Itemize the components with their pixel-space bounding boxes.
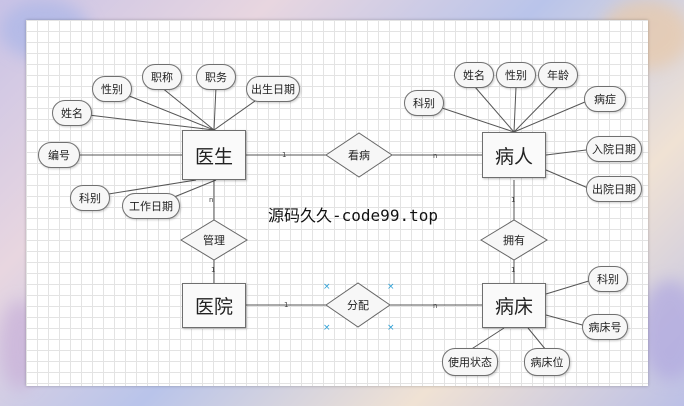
doctor-attr-id[interactable]: 编号: [38, 142, 80, 168]
patient-attr-dept[interactable]: 科别: [404, 90, 444, 116]
doctor-attr-birth-date[interactable]: 出生日期: [246, 76, 300, 102]
connector-line: [513, 86, 517, 133]
connector-line: [474, 86, 515, 133]
cardinality-label: 1: [284, 301, 288, 309]
cardinality-label: 1: [511, 266, 515, 274]
connector-line: [545, 314, 587, 327]
connector-line: [160, 86, 215, 131]
have-diamond: [480, 219, 548, 261]
diagram-canvas: × × × × 1 n n 1 1 1 1 n 医生 病人 医院 病床 看病 管…: [26, 20, 648, 386]
entity-doctor[interactable]: 医生: [182, 130, 246, 180]
entity-hospital[interactable]: 医院: [182, 283, 246, 328]
connector-line: [513, 98, 593, 133]
connector-line: [545, 169, 589, 189]
bed-attr-status[interactable]: 使用状态: [442, 348, 498, 376]
selection-handle: ×: [387, 323, 395, 333]
patient-attr-disease[interactable]: 病症: [584, 86, 626, 112]
assign-diamond: [325, 282, 391, 328]
manage-diamond: [180, 219, 248, 261]
selection-handle: ×: [387, 282, 395, 292]
connector-line: [469, 327, 505, 351]
doctor-attr-position[interactable]: 职务: [196, 64, 236, 90]
cardinality-label: 1: [211, 266, 215, 274]
bed-attr-dept[interactable]: 科别: [588, 266, 628, 292]
see-diamond: [325, 132, 393, 178]
cardinality-label: 1: [511, 196, 515, 204]
connector-line: [71, 112, 215, 131]
connector-line: [527, 327, 547, 351]
relationship-assign[interactable]: 分配: [347, 299, 369, 312]
doctor-attr-title[interactable]: 职称: [142, 64, 182, 90]
bed-attr-position[interactable]: 病床位: [524, 348, 570, 376]
entity-bed[interactable]: 病床: [482, 283, 546, 328]
relationship-manage[interactable]: 管理: [203, 234, 225, 247]
connector-line: [213, 86, 217, 131]
entity-patient[interactable]: 病人: [482, 132, 546, 178]
connector-line: [545, 279, 593, 295]
selection-handle: ×: [323, 282, 331, 292]
doctor-attr-gender[interactable]: 性别: [92, 76, 132, 102]
cardinality-label: n: [209, 196, 213, 204]
patient-attr-admit-date[interactable]: 入院日期: [586, 136, 642, 162]
patient-attr-discharge-date[interactable]: 出院日期: [586, 176, 642, 202]
cardinality-label: n: [433, 152, 437, 160]
bed-attr-bed-no[interactable]: 病床号: [582, 314, 628, 340]
doctor-attr-dept[interactable]: 科别: [70, 185, 110, 211]
watermark-text: 源码久久-code99.top: [268, 206, 438, 225]
connector-line: [513, 86, 559, 133]
selection-handle: ×: [323, 323, 331, 333]
doctor-attr-work-date[interactable]: 工作日期: [122, 193, 180, 219]
patient-attr-age[interactable]: 年龄: [538, 62, 578, 88]
patient-attr-name[interactable]: 姓名: [454, 62, 494, 88]
cardinality-label: n: [433, 302, 437, 310]
doctor-attr-name[interactable]: 姓名: [52, 100, 92, 126]
connector-line: [545, 149, 587, 156]
relationship-have[interactable]: 拥有: [503, 234, 525, 247]
patient-attr-gender[interactable]: 性别: [496, 62, 536, 88]
relationship-see[interactable]: 看病: [348, 149, 370, 162]
cardinality-label: 1: [282, 151, 286, 159]
